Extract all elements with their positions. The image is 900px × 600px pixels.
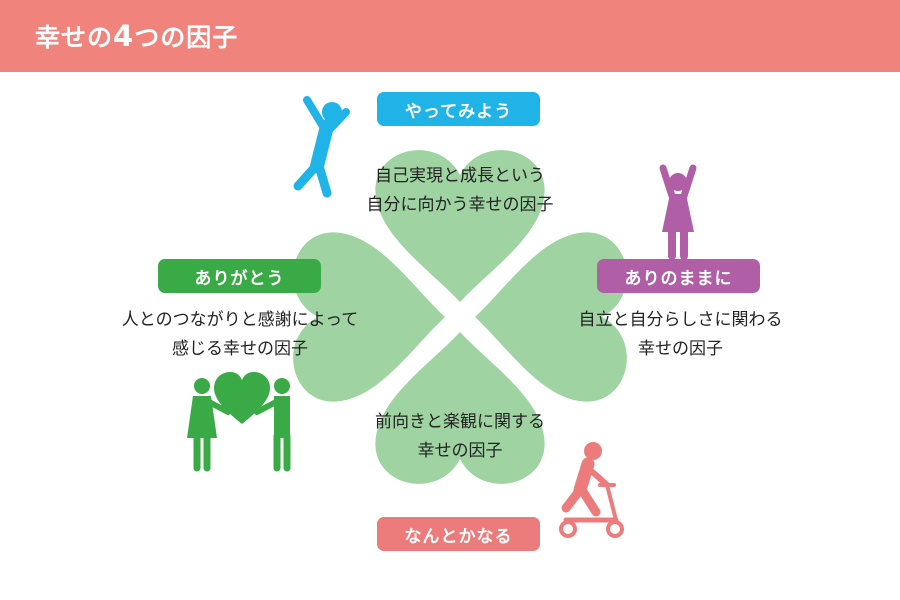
factor-badge-bottom: なんとかなる [377, 517, 540, 551]
clover-leaf-bottom [375, 332, 545, 484]
person-jumping-leg-right [314, 161, 332, 198]
heart-person-left-legs [193, 432, 211, 472]
title-number: 4 [113, 19, 135, 53]
description-line: 自分に向かう幸せの因子 [366, 195, 554, 215]
description-line: 人とのつながりと感謝によって [121, 310, 359, 330]
person-raised-dress [662, 194, 694, 232]
header-bar: 幸せの4つの因子 [0, 0, 900, 72]
heart-person-right-head [274, 378, 290, 394]
scooter-wheel-front [606, 520, 624, 538]
heart-person-right-arm [254, 399, 279, 415]
clover-leaf-right [475, 232, 627, 402]
person-arms-raised-icon [659, 164, 697, 260]
description-line: 幸せの因子 [638, 339, 723, 359]
person-jumping-leg-left [293, 161, 321, 191]
clover-leaf-left [293, 232, 445, 402]
person-riding-scooter-icon [559, 442, 624, 538]
description-line: 自立と自分らしさに関わる [578, 310, 783, 330]
factor-description-right: 自立と自分らしさに関わる 幸せの因子 [548, 306, 813, 364]
factor-description-bottom: 前向きと楽観に関する 幸せの因子 [310, 408, 610, 466]
heart-person-left-body [187, 396, 217, 438]
factor-badge-top: やってみよう [377, 92, 540, 126]
description-line: 幸せの因子 [417, 441, 503, 461]
scooter-rider-leg-back [561, 485, 585, 513]
scooter-wheel-back [559, 520, 577, 538]
title-suffix: つの因子 [134, 23, 239, 52]
scooter-rider-leg-front [577, 485, 601, 517]
clover-leaf-top [375, 150, 545, 302]
description-line: 前向きと楽観に関する [375, 412, 545, 432]
person-jumping-arm-left [303, 96, 328, 132]
person-raised-legs [668, 226, 688, 260]
person-raised-arms [659, 164, 697, 200]
title-prefix: 幸せの [35, 23, 114, 52]
scooter-handlebar [598, 483, 618, 522]
scooter-rider-arm [585, 465, 609, 487]
factor-badge-right: ありのままに [597, 259, 760, 293]
description-line: 自己実現と成長という [375, 166, 545, 186]
factor-badge-left: ありがとう [158, 259, 321, 293]
person-jumping-torso [310, 119, 334, 173]
people-sharing-heart-icon [187, 372, 291, 472]
person-raised-head [669, 173, 687, 191]
shared-heart [214, 372, 270, 424]
heart-person-left-head [194, 378, 210, 394]
person-jumping-icon [293, 96, 350, 198]
heart-person-right-body [274, 396, 290, 438]
description-line: 感じる幸せの因子 [172, 339, 308, 359]
heart-person-right-legs [273, 432, 291, 472]
factor-description-left: 人とのつながりと感謝によって 感じる幸せの因子 [80, 306, 400, 364]
person-jumping-arm-right [325, 108, 350, 134]
clover-shape [293, 150, 627, 484]
factor-description-top: 自己実現と成長という 自分に向かう幸せの因子 [310, 162, 610, 220]
page-title: 幸せの4つの因子 [35, 18, 238, 54]
heart-person-left-arm [206, 399, 231, 415]
scooter-rider-head [584, 442, 602, 460]
